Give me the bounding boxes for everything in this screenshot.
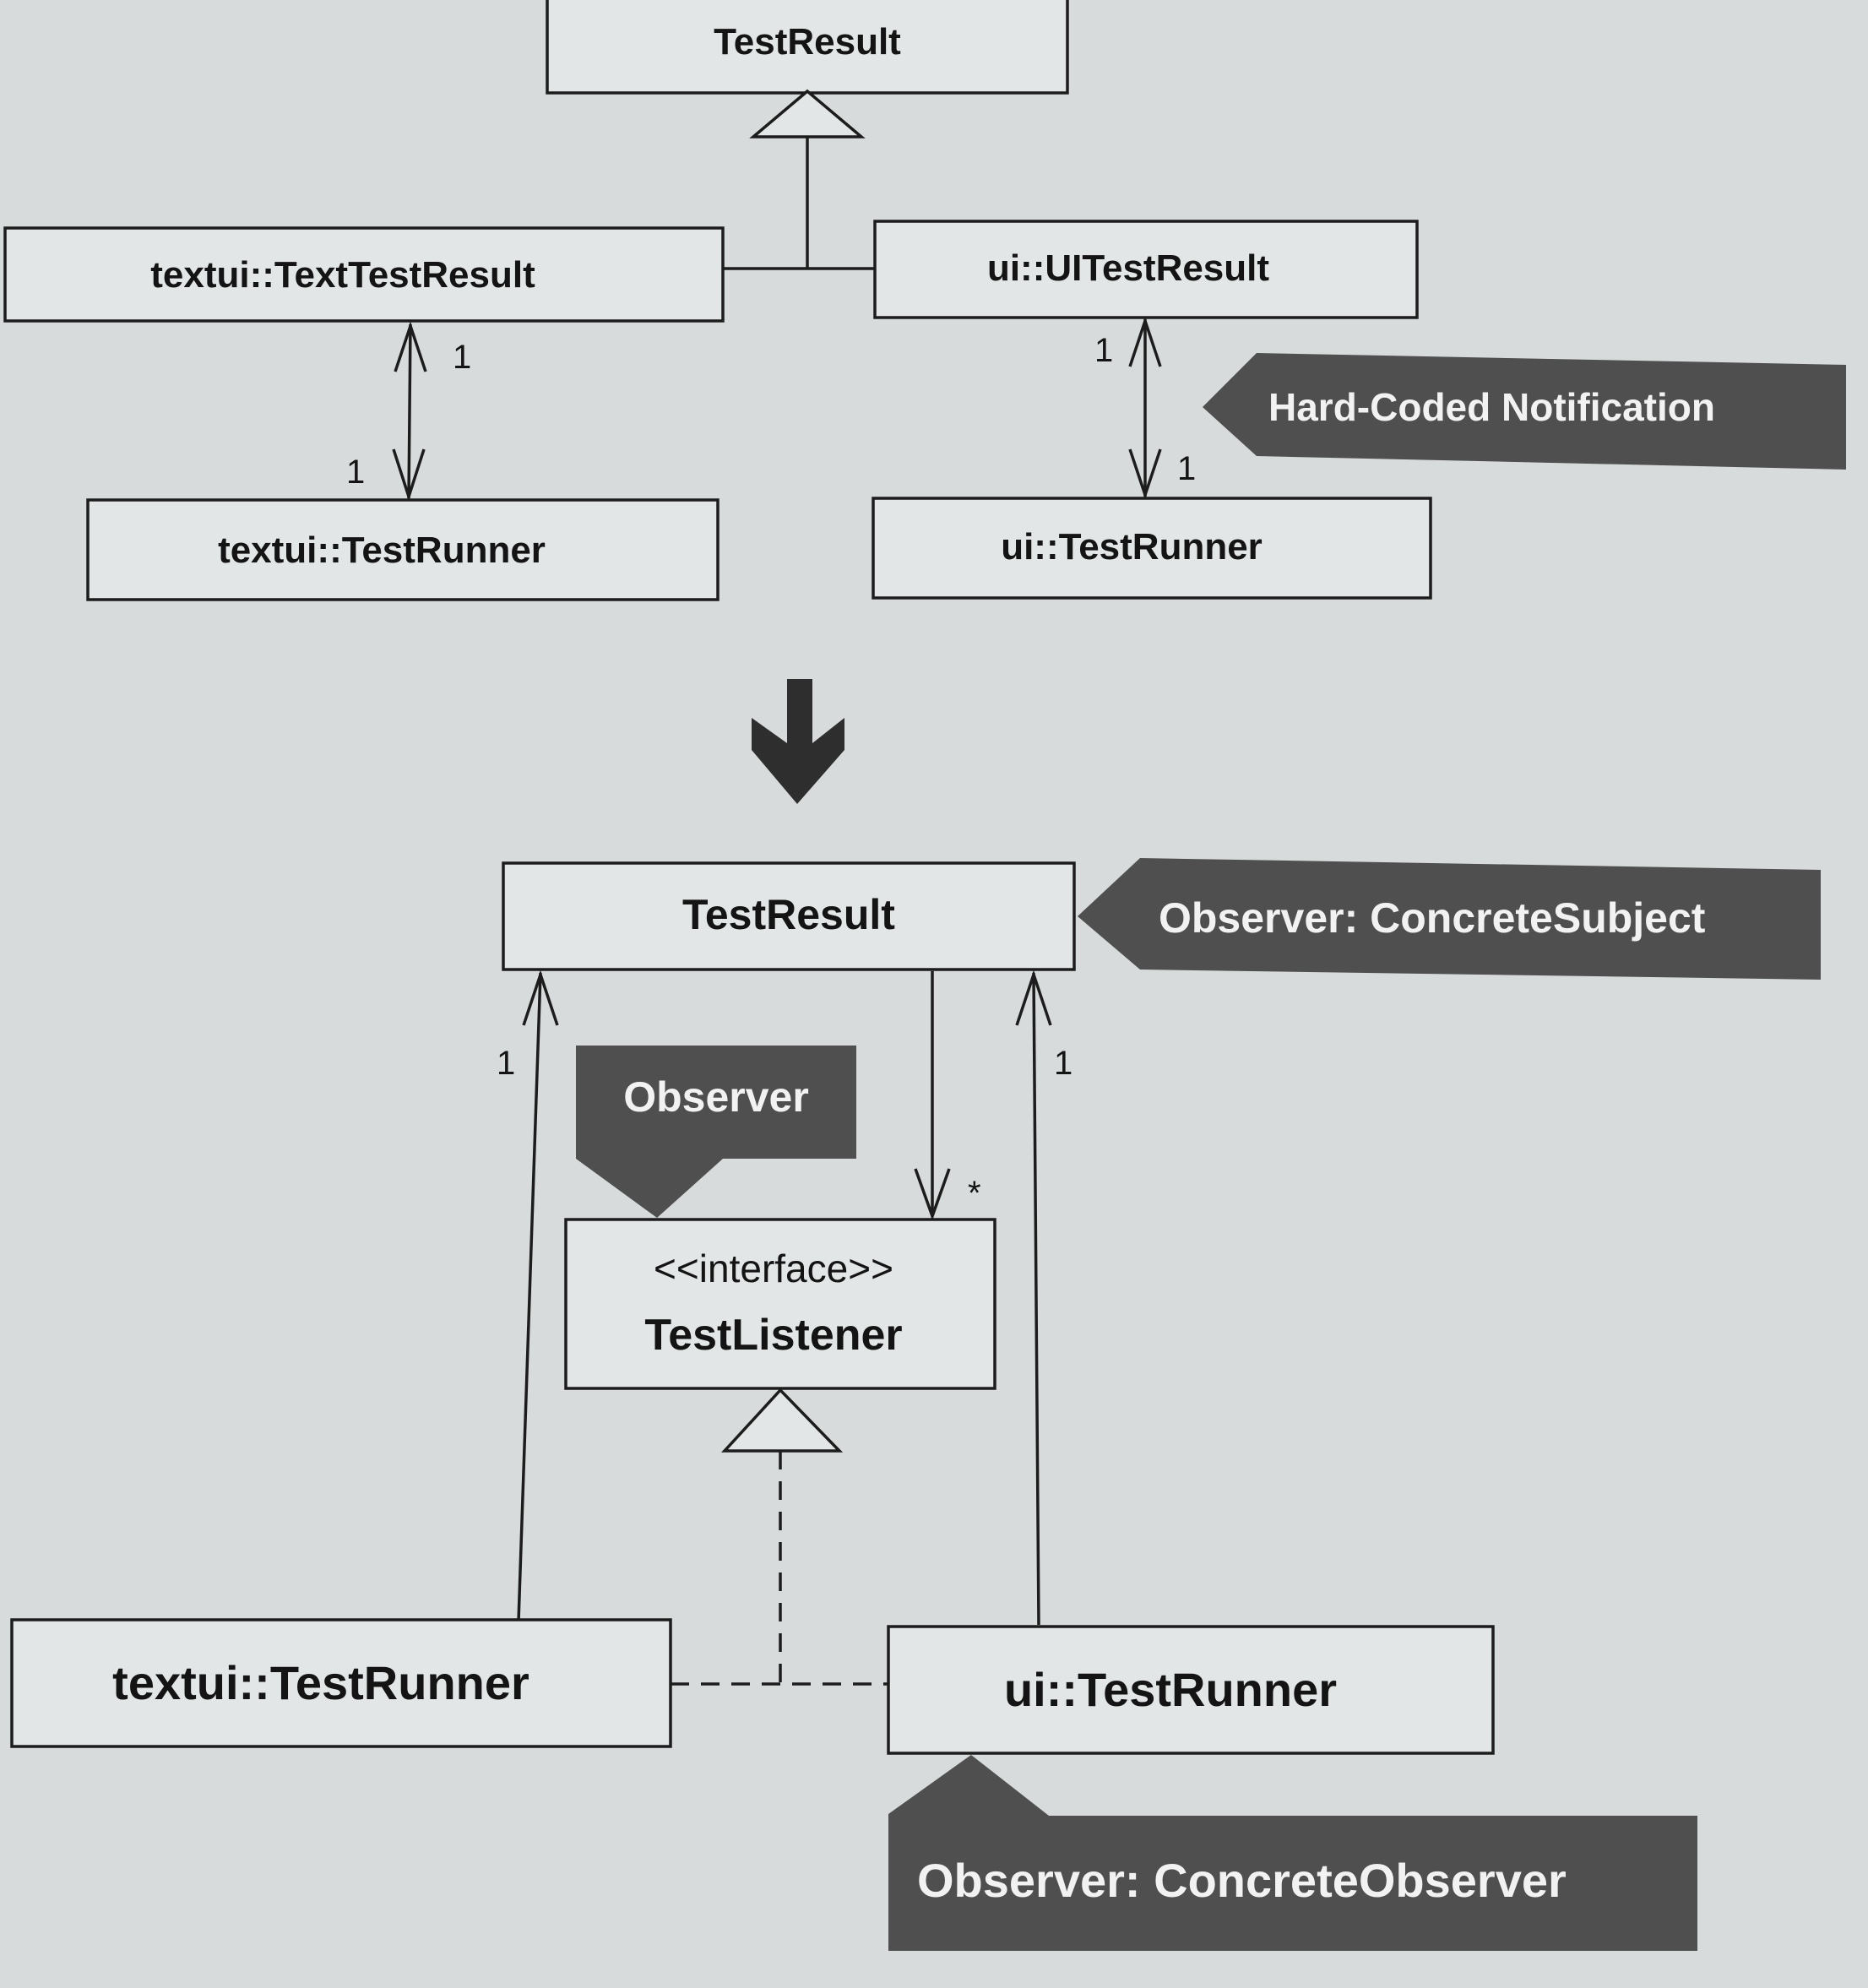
multiplicity-label: 1 [453, 339, 471, 376]
after-diagram: TestResult Observer: ConcreteSubject 1 1… [10, 858, 1821, 1951]
interface-name: TestListener [644, 1311, 902, 1360]
class-name: TestResult [682, 891, 895, 938]
generalization-before [723, 89, 875, 270]
realization-test-listener [671, 1388, 888, 1686]
note-observer: Observer [576, 1046, 856, 1218]
class-ui-test-runner-after: ui::TestRunner [887, 1625, 1495, 1755]
note-label: Observer: ConcreteSubject [1159, 894, 1706, 942]
multiplicity-label: * [968, 1175, 981, 1212]
class-text-test-result: textui::TextTestResult [3, 226, 725, 323]
class-name: ui::TestRunner [1004, 1663, 1337, 1716]
class-text-test-runner-after: textui::TestRunner [10, 1618, 672, 1748]
class-name: TestResult [714, 21, 901, 62]
association-ui-runner-to-result: 1 [1015, 970, 1072, 1626]
stereotype-label: <<interface>> [654, 1247, 893, 1290]
multiplicity-label: 1 [497, 1045, 515, 1082]
note-concrete-observer: Observer: ConcreteObserver [888, 1755, 1697, 1951]
note-hard-coded-notification: Hard-Coded Notification [1203, 353, 1846, 470]
class-name: ui::TestRunner [1001, 526, 1263, 568]
note-label: Observer [623, 1073, 809, 1121]
class-ui-test-result: ui::UITestResult [873, 220, 1419, 319]
note-label: Observer: ConcreteObserver [917, 1854, 1567, 1907]
class-name: textui::TextTestResult [150, 254, 535, 296]
multiplicity-label: 1 [1094, 332, 1113, 369]
association-text-runner-to-result: 1 [497, 970, 559, 1622]
class-test-result-after: TestResult [502, 861, 1076, 971]
association-text-before: 1 1 [346, 321, 471, 502]
association-ui-before: 1 1 [1094, 316, 1196, 500]
before-diagram: TestResult textui::TextTestResult ui::UI… [3, 0, 1846, 601]
association-result-to-listeners: * [914, 971, 981, 1221]
class-test-result-before: TestResult [546, 0, 1069, 95]
multiplicity-label: 1 [346, 454, 365, 491]
note-concrete-subject: Observer: ConcreteSubject [1078, 858, 1821, 980]
multiplicity-label: 1 [1177, 450, 1196, 487]
class-name: textui::TestRunner [218, 530, 546, 571]
class-name: textui::TestRunner [112, 1656, 529, 1709]
class-text-test-runner-before: textui::TestRunner [86, 498, 720, 601]
class-ui-test-runner-before: ui::TestRunner [872, 497, 1432, 600]
class-name: ui::UITestResult [987, 247, 1269, 289]
note-label: Hard-Coded Notification [1268, 385, 1715, 429]
interface-test-listener: <<interface>> TestListener [564, 1218, 996, 1390]
refactoring-arrow [752, 679, 844, 804]
multiplicity-label: 1 [1054, 1045, 1072, 1082]
